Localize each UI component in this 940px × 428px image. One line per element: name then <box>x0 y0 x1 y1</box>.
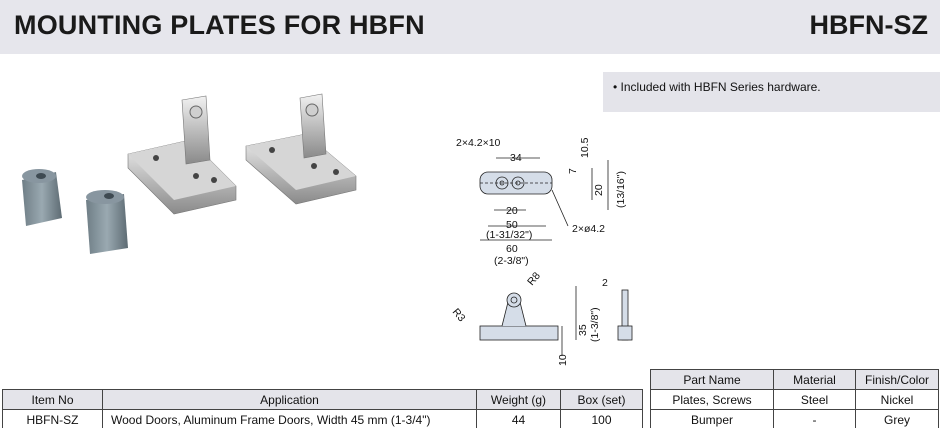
info-note: • Included with HBFN Series hardware. <box>603 72 940 112</box>
product-photo <box>22 93 357 254</box>
col-finish: Finish/Color <box>855 369 939 390</box>
col-box: Box (set) <box>560 389 643 410</box>
col-material: Material <box>773 369 856 390</box>
parts-table: Part Name Material Finish/Color Plates, … <box>650 369 939 428</box>
bumper-right <box>86 190 128 254</box>
mounting-plate-left <box>127 95 237 215</box>
dim-60: 60 <box>506 243 518 255</box>
dim-1-3-8: (1-3/8") <box>589 307 601 342</box>
technical-drawing: 2×4.2×10 34 10.5 7 20 (13/16") 20 50 (1-… <box>450 137 633 366</box>
dim-r3: R3 <box>450 306 468 324</box>
dim-20-width: 20 <box>506 205 518 217</box>
cell-application: Wood Doors, Aluminum Frame Doors, Width … <box>102 409 477 428</box>
col-weight: Weight (g) <box>476 389 561 410</box>
dim-10: 10 <box>557 354 569 366</box>
dim-1-31-32: (1-31/32") <box>486 229 532 241</box>
product-code: HBFN-SZ <box>809 10 928 40</box>
dim-2: 2 <box>602 277 608 289</box>
page-title: MOUNTING PLATES FOR HBFN <box>14 10 425 40</box>
cell-weight: 44 <box>476 409 561 428</box>
cell-material: Steel <box>773 389 856 410</box>
col-application: Application <box>102 389 477 410</box>
page-header: MOUNTING PLATES FOR HBFN HBFN-SZ <box>0 0 940 54</box>
mounting-plate-right <box>245 93 357 205</box>
cell-box: 100 <box>560 409 643 428</box>
dim-13-16: (13/16") <box>615 171 627 208</box>
col-item-no: Item No <box>2 389 103 410</box>
table-row: HBFN-SZ Wood Doors, Aluminum Frame Doors… <box>2 409 643 428</box>
dim-r8: R8 <box>525 270 543 288</box>
dim-10-5: 10.5 <box>579 137 591 158</box>
table-row: Plates, Screws Steel Nickel <box>650 389 939 410</box>
col-part-name: Part Name <box>650 369 774 390</box>
cell-item-no: HBFN-SZ <box>2 409 103 428</box>
cell-part-name: Plates, Screws <box>650 389 774 410</box>
dim-34: 34 <box>510 152 522 164</box>
table-row: Bumper - Grey <box>650 409 939 428</box>
parts-table-header: Part Name Material Finish/Color <box>650 369 939 390</box>
dim-2-3-8: (2-3/8") <box>494 255 529 267</box>
spec-table: Item No Application Weight (g) Box (set)… <box>2 389 643 428</box>
cell-material: - <box>773 409 856 428</box>
bumper-left <box>22 169 62 226</box>
dim-20-height: 20 <box>593 184 605 196</box>
dim-35: 35 <box>577 324 589 336</box>
cell-part-name: Bumper <box>650 409 774 428</box>
dim-hole2: 2×ø4.2 <box>572 223 605 235</box>
cell-finish: Nickel <box>855 389 939 410</box>
spec-table-header: Item No Application Weight (g) Box (set) <box>2 389 643 410</box>
dim-50: 50 <box>506 219 518 231</box>
dim-7: 7 <box>567 168 579 174</box>
cell-finish: Grey <box>855 409 939 428</box>
dim-top-holes: 2×4.2×10 <box>456 137 501 149</box>
